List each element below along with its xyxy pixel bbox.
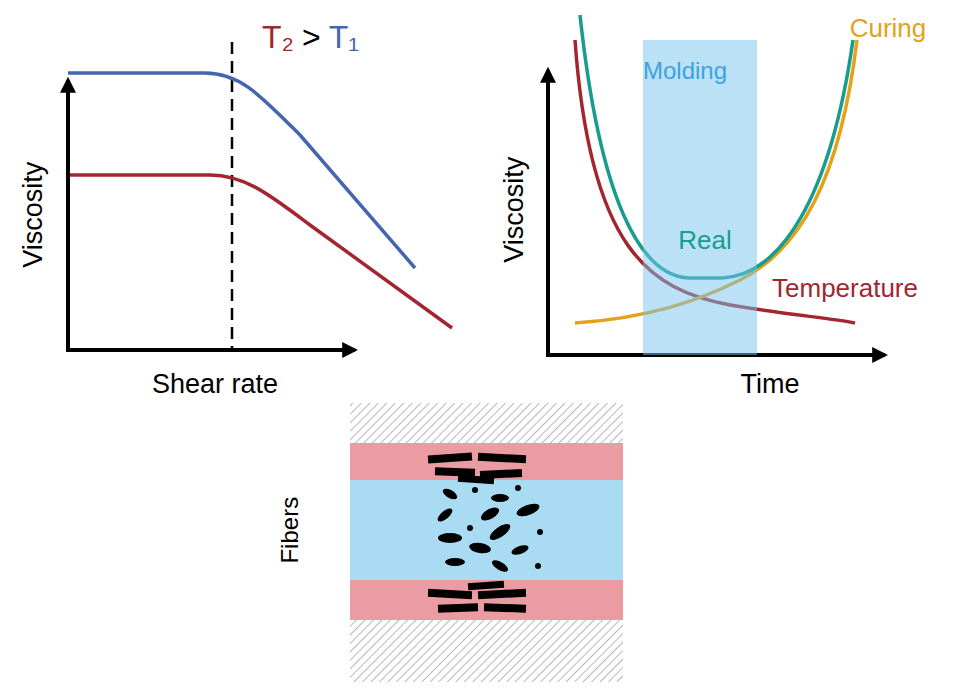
fiber — [510, 543, 530, 557]
core-label: Fibers — [277, 497, 303, 564]
shear-chart — [66, 42, 452, 352]
fiber-core-band: Fibers — [350, 480, 623, 580]
axis-title: Time — [741, 370, 800, 400]
fiber — [479, 505, 501, 524]
fiber — [487, 521, 512, 543]
axis-title: Viscosity — [19, 162, 49, 268]
fiber — [491, 494, 509, 502]
skin-layer — [350, 578, 623, 620]
fiber — [478, 589, 526, 600]
fiber — [490, 558, 510, 574]
fiber — [537, 529, 543, 535]
axis-title: Shear rate — [152, 370, 278, 400]
fiber — [535, 563, 541, 569]
fiber — [438, 603, 478, 612]
fiber — [458, 475, 494, 484]
fiber — [441, 487, 459, 502]
wall-hatch — [350, 403, 623, 443]
x-axis — [66, 348, 355, 352]
molding-band: Molding — [643, 40, 757, 355]
channel-illustration — [350, 403, 623, 682]
fiber — [467, 525, 473, 531]
time-chart — [546, 15, 885, 357]
fiber-drawing — [350, 480, 623, 580]
fiber — [515, 485, 521, 491]
t2-curve — [68, 175, 452, 328]
band-label: Molding — [643, 58, 727, 84]
fiber — [478, 453, 526, 464]
fiber — [484, 603, 526, 612]
fiber — [468, 541, 491, 555]
curve-label: Real — [678, 226, 731, 255]
y-axis — [546, 70, 550, 357]
temperature-symbol: T₁ — [329, 20, 359, 55]
dashed-line — [231, 42, 234, 350]
y-axis — [66, 80, 70, 352]
fiber — [428, 589, 472, 599]
curve-label: Temperature — [772, 274, 918, 303]
fiber — [435, 467, 475, 476]
fiber — [438, 533, 462, 543]
axis-title: Viscosity — [500, 157, 530, 263]
fiber — [428, 452, 472, 463]
fiber — [472, 487, 478, 493]
fiber — [468, 581, 504, 590]
t1-curve — [68, 73, 415, 268]
temperature-symbol: T₂ — [262, 20, 294, 55]
curve-label: Curing — [850, 14, 927, 43]
comparison-sign: > — [302, 20, 321, 55]
fiber — [436, 506, 455, 524]
fiber — [515, 501, 541, 519]
wall-hatch — [350, 620, 623, 682]
fiber — [445, 558, 465, 566]
